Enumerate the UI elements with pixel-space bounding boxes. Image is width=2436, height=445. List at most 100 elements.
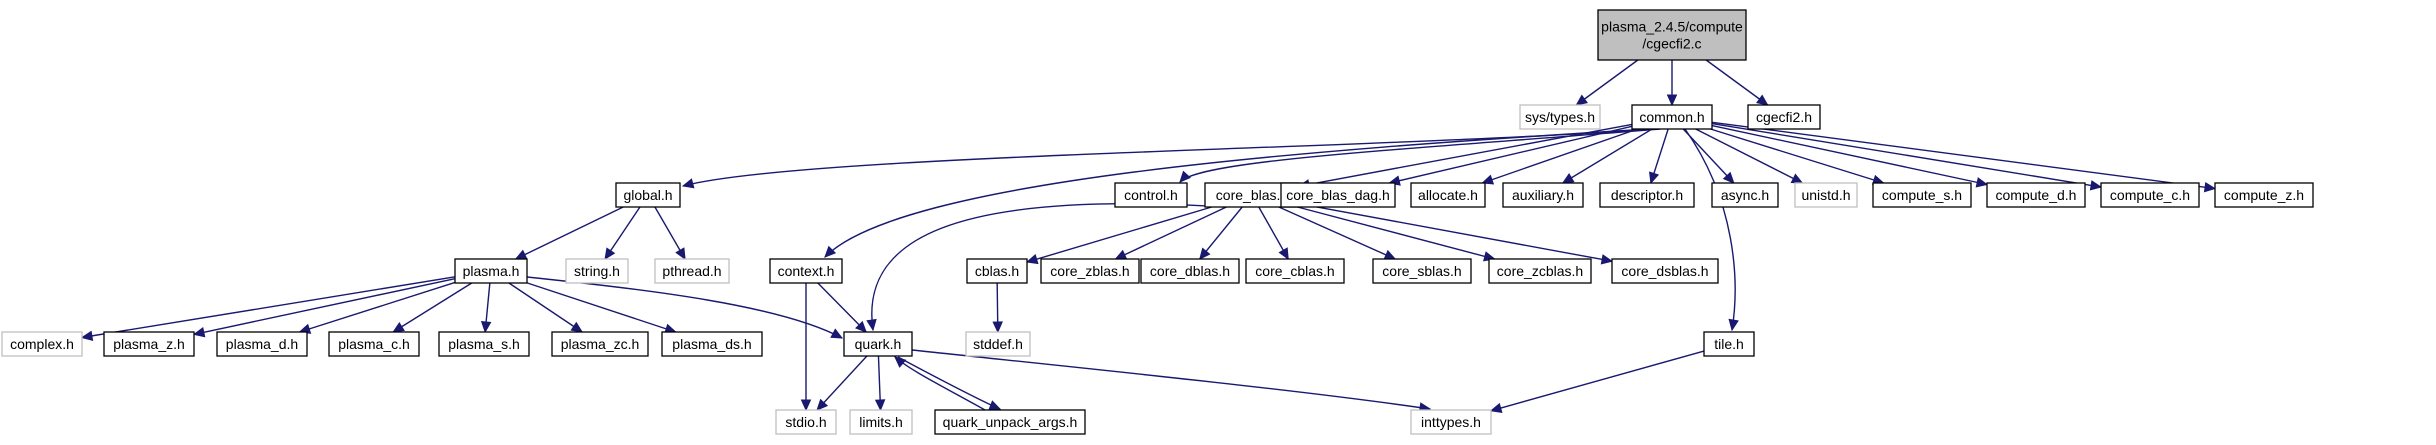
node-box	[1040, 258, 1140, 284]
edge-core_blas-to-core_sblas	[1278, 206, 1397, 260]
node-plasma-s[interactable]: plasma_s.h	[438, 331, 530, 357]
arrowhead	[1025, 254, 1039, 265]
arrowhead	[855, 320, 868, 333]
edge-line	[897, 356, 1001, 410]
arrowhead	[866, 318, 877, 332]
node-label: stdio.h	[785, 414, 826, 430]
edge-tile-to-inttypes	[1489, 350, 1705, 414]
arrowhead	[1481, 174, 1495, 185]
node-label: control.h	[1124, 187, 1178, 203]
arrowhead	[1728, 318, 1739, 332]
edge-common-to-control	[1179, 128, 1661, 183]
node-descriptor[interactable]: descriptor.h	[1599, 182, 1695, 208]
node-core-dblas[interactable]: core_dblas.h	[1140, 258, 1240, 284]
node-label: compute_d.h	[1996, 187, 2077, 203]
node-box	[454, 258, 528, 284]
arrowhead	[480, 321, 492, 334]
node-box	[843, 331, 913, 357]
node-box	[1140, 258, 1240, 284]
node-label: inttypes.h	[1421, 414, 1481, 430]
node-core-sblas[interactable]: core_sblas.h	[1372, 258, 1472, 284]
node-plasma-ds[interactable]: plasma_ds.h	[661, 331, 763, 357]
node-async[interactable]: async.h	[1711, 182, 1779, 208]
node-box	[1, 331, 83, 357]
arrowhead	[192, 327, 206, 338]
arrowhead	[1600, 254, 1614, 265]
node-label: complex.h	[10, 336, 74, 352]
node-control[interactable]: control.h	[1114, 182, 1188, 208]
arrowhead	[1722, 171, 1735, 184]
node-box	[769, 258, 843, 284]
arrowhead	[604, 247, 616, 261]
node-quark-unpack[interactable]: quark_unpack_args.h	[934, 409, 1086, 435]
node-cblas[interactable]: cblas.h	[966, 258, 1028, 284]
node-compute-z[interactable]: compute_z.h	[2214, 182, 2314, 208]
node-box	[103, 331, 195, 357]
node-label: compute_s.h	[1882, 187, 1962, 203]
node-box	[1597, 9, 1747, 61]
edge-line	[1115, 206, 1227, 260]
node-box	[1280, 182, 1396, 208]
node-root[interactable]: plasma_2.4.5/compute/cgecfi2.c	[1597, 9, 1747, 61]
edge-plasma-to-plasma_c	[392, 282, 473, 333]
node-stdio: stdio.h	[775, 409, 837, 435]
arrowhead	[1383, 249, 1397, 260]
node-common[interactable]: common.h	[1631, 104, 1713, 130]
node-plasma-z[interactable]: plasma_z.h	[103, 331, 195, 357]
node-quark[interactable]: quark.h	[843, 331, 913, 357]
node-plasma-d[interactable]: plasma_d.h	[216, 331, 308, 357]
edge-line	[894, 356, 986, 411]
node-plasma-zc[interactable]: plasma_zc.h	[551, 331, 649, 357]
edge-core_blas-to-cblas	[1025, 206, 1212, 265]
node-label: plasma_d.h	[226, 336, 298, 352]
node-plasma-c[interactable]: plasma_c.h	[328, 331, 420, 357]
node-core-cblas[interactable]: core_cblas.h	[1245, 258, 1345, 284]
arrowhead	[675, 247, 686, 261]
node-label: plasma_z.h	[113, 336, 185, 352]
arrowhead	[1278, 247, 1289, 261]
node-auxiliary[interactable]: auxiliary.h	[1502, 182, 1584, 208]
node-compute-d[interactable]: compute_d.h	[1986, 182, 2086, 208]
edge-line	[817, 282, 867, 333]
edge-line	[526, 282, 676, 333]
node-global[interactable]: global.h	[615, 182, 681, 208]
node-core-dsblas[interactable]: core_dsblas.h	[1611, 258, 1719, 284]
node-plasma[interactable]: plasma.h	[454, 258, 528, 284]
node-allocate[interactable]: allocate.h	[1410, 182, 1486, 208]
node-box	[1410, 409, 1492, 435]
arrowhead	[2203, 181, 2217, 193]
node-label: limits.h	[859, 414, 903, 430]
node-complex: complex.h	[1, 331, 83, 357]
edge-quark-to-inttypes	[911, 349, 1432, 413]
node-label: tile.h	[1714, 336, 1744, 352]
node-core-zcblas[interactable]: core_zcblas.h	[1488, 258, 1592, 284]
node-label: unistd.h	[1801, 187, 1850, 203]
arrowhead	[1649, 171, 1660, 185]
edge-quark-to-limits	[874, 355, 886, 412]
edge-line	[824, 128, 1651, 258]
node-compute-c[interactable]: compute_c.h	[2100, 182, 2200, 208]
node-context[interactable]: context.h	[769, 258, 843, 284]
node-compute-s[interactable]: compute_s.h	[1872, 182, 1972, 208]
arrowhead	[681, 178, 695, 189]
edge-root-to-sys_types	[1575, 59, 1639, 106]
node-box	[1872, 182, 1972, 208]
arrowhead	[988, 400, 1002, 410]
edge-quark-to-quark_unpack	[897, 356, 1002, 410]
node-core-blas-dag[interactable]: core_blas_dag.h	[1280, 182, 1396, 208]
node-label: plasma_ds.h	[672, 336, 751, 352]
edge-line	[392, 282, 473, 333]
edge-line	[1298, 202, 1613, 262]
node-box	[1599, 182, 1695, 208]
node-tile[interactable]: tile.h	[1703, 331, 1755, 357]
node-cgecfi2-h[interactable]: cgecfi2.h	[1747, 104, 1821, 130]
node-core-zblas[interactable]: core_zblas.h	[1040, 258, 1140, 284]
edge-line	[1711, 121, 2216, 190]
edge-plasma-to-plasma_ds	[526, 282, 677, 334]
node-box	[849, 409, 913, 435]
edge-line	[1199, 206, 1243, 260]
node-box	[1114, 182, 1188, 208]
arrowhead	[830, 328, 844, 339]
node-stddef: stddef.h	[965, 331, 1031, 357]
